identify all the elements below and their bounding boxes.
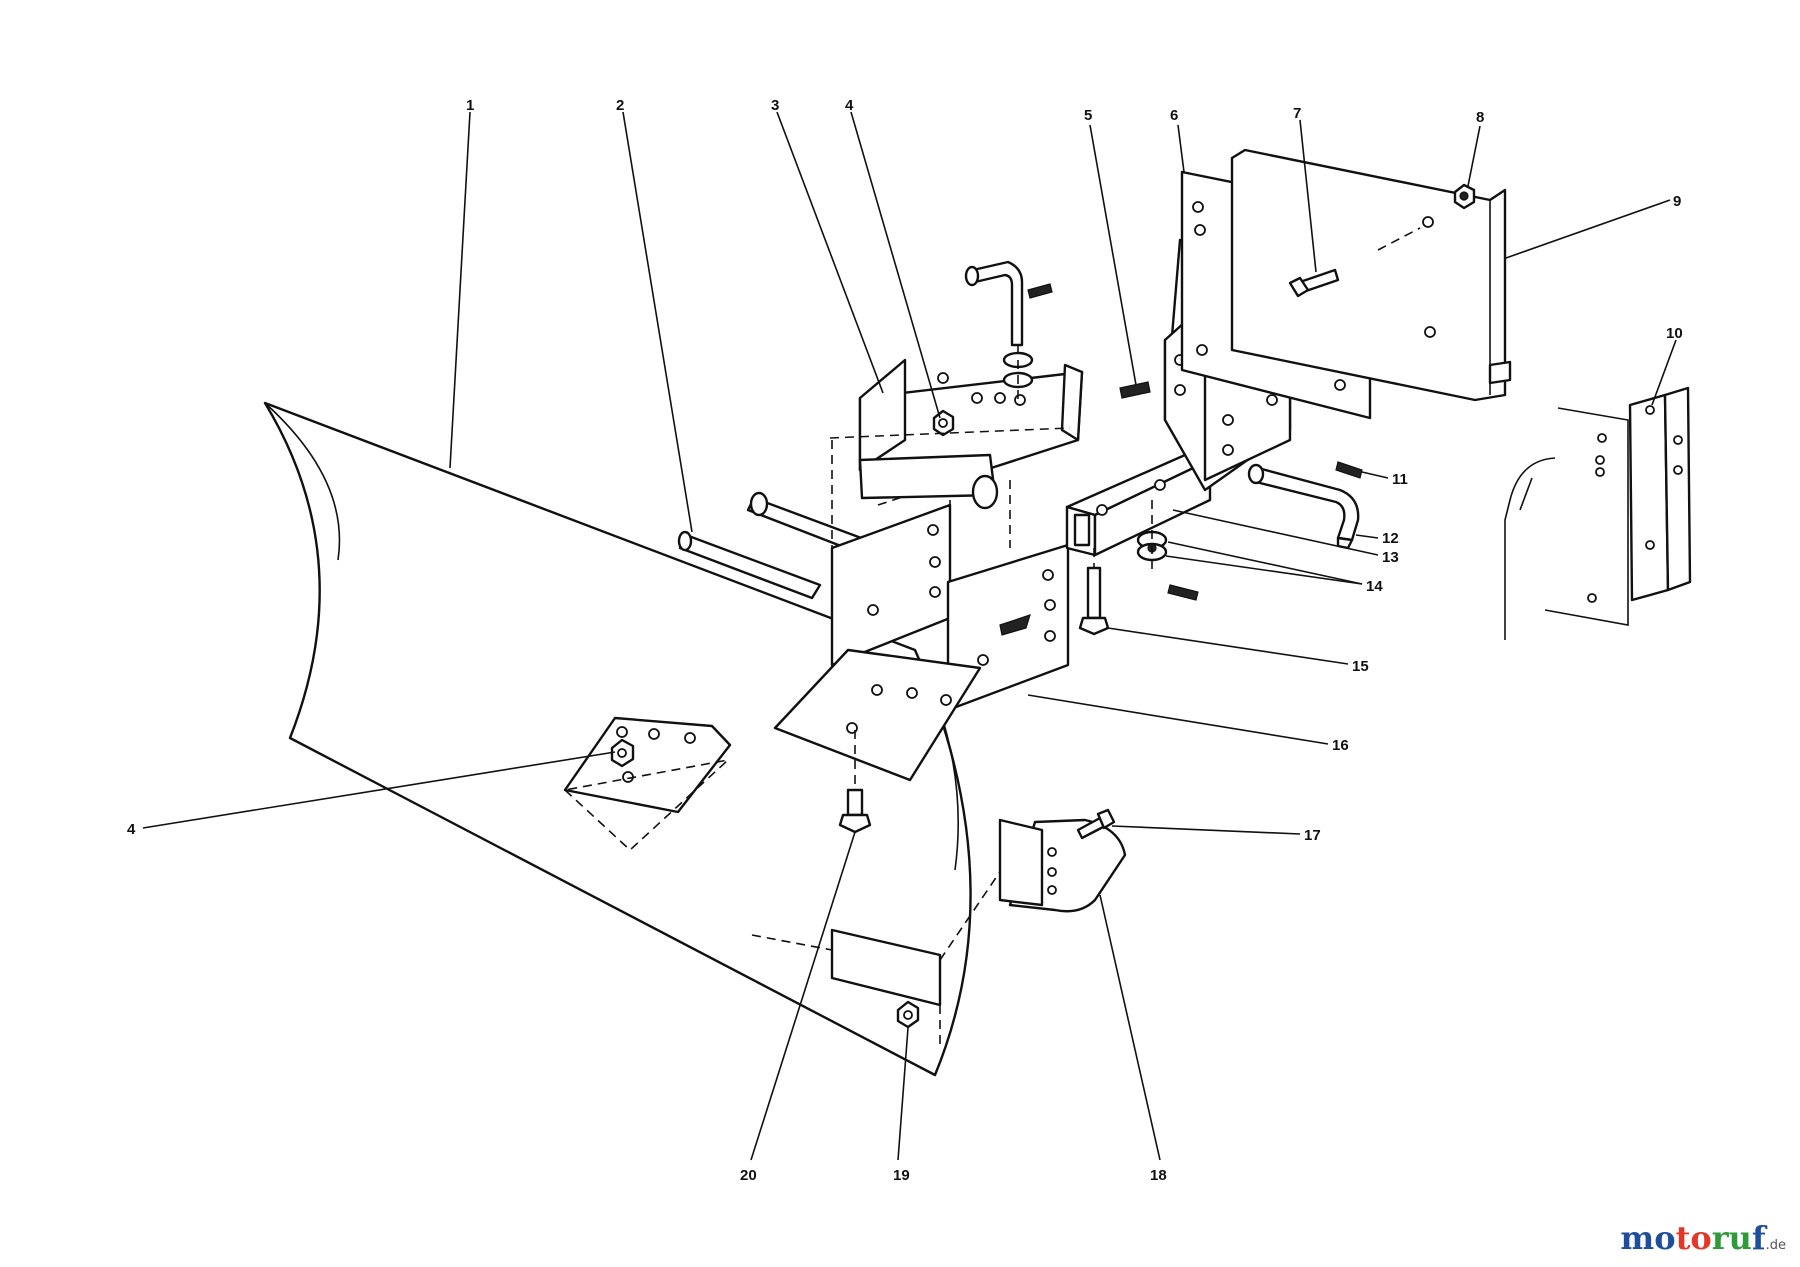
callout-18: 18 (1150, 1167, 1167, 1184)
rear-plate (1230, 148, 1512, 402)
callout-14: 14 (1366, 578, 1383, 595)
nut-8 (1453, 183, 1476, 210)
callout-4-top: 4 (845, 97, 854, 114)
leader-lines (142, 111, 1677, 1161)
callout-3: 3 (771, 97, 779, 114)
center-bracket (773, 440, 1070, 782)
callout-2: 2 (616, 97, 624, 114)
callout-13: 13 (1382, 549, 1399, 566)
hairpin-clip (1119, 381, 1151, 399)
callout-4-left: 4 (127, 821, 136, 838)
callout-1: 1 (466, 97, 474, 114)
watermark-part-2: to (1675, 1219, 1712, 1257)
watermark-part-1: mo (1620, 1219, 1676, 1257)
swivel-bracket (829, 358, 1084, 510)
handle-pin-12 (1247, 463, 1360, 550)
callout-19: 19 (893, 1167, 910, 1184)
callout-9: 9 (1673, 193, 1681, 210)
callout-7: 7 (1293, 105, 1301, 122)
dozer-blade (263, 401, 1009, 1077)
callout-16: 16 (1332, 737, 1349, 754)
callout-11: 11 (1392, 471, 1408, 488)
callout-15: 15 (1352, 658, 1369, 675)
bolt-20 (838, 730, 872, 834)
callout-labels: 1 2 3 4 5 6 7 8 9 10 11 12 13 14 15 16 4… (127, 97, 1683, 1184)
callout-17: 17 (1304, 827, 1321, 844)
cotter-pin-11 (1335, 461, 1363, 479)
bolt-17 (1076, 808, 1116, 840)
callout-12: 12 (1382, 530, 1399, 547)
callout-20: 20 (740, 1167, 757, 1184)
callout-6: 6 (1170, 107, 1178, 124)
side-bracket (1504, 386, 1692, 640)
bolt-15 (1078, 548, 1110, 636)
watermark-part-4: f (1751, 1219, 1766, 1257)
skid-shoe (998, 818, 1127, 913)
watermark-part-3: ru (1711, 1219, 1752, 1257)
callout-10: 10 (1666, 325, 1683, 342)
watermark-logo: motoruf.de (1620, 1219, 1786, 1257)
bolt-7 (1288, 268, 1340, 298)
callout-5: 5 (1084, 107, 1092, 124)
callout-8: 8 (1476, 109, 1484, 126)
handle-pin (964, 260, 1053, 405)
washers-14 (1136, 500, 1199, 601)
watermark-suffix: .de (1765, 1238, 1786, 1253)
